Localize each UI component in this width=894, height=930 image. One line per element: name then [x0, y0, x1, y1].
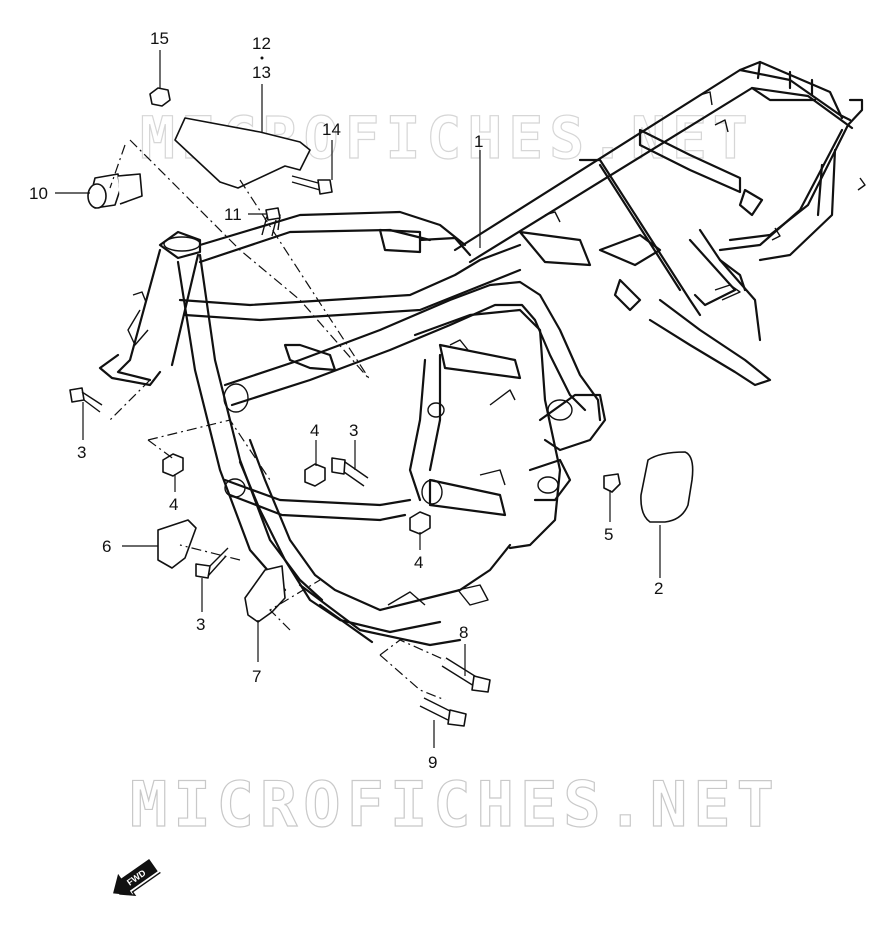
frame-cover-plate — [174, 117, 311, 189]
callout-13: 13 — [252, 63, 271, 82]
callout-10: 10 — [29, 184, 48, 203]
main-frame — [98, 60, 866, 647]
engine-bracket-plate — [157, 519, 197, 569]
nut-4-right — [409, 511, 431, 535]
bolt-3-center — [331, 457, 369, 487]
callout-4-center: 4 — [310, 421, 319, 440]
callout-1: 1 — [474, 132, 483, 151]
callout-8: 8 — [459, 623, 468, 642]
callout-2: 2 — [654, 579, 663, 598]
nut-top — [149, 87, 171, 107]
bolt-8 — [441, 657, 491, 693]
nut-4-center — [304, 463, 326, 487]
bolt-11 — [261, 207, 281, 237]
bolt-3-left — [69, 387, 103, 413]
callout-7: 7 — [252, 667, 261, 686]
nut-4-left — [162, 453, 184, 477]
cap-part — [87, 173, 143, 209]
callout-15: 15 — [150, 29, 169, 48]
bolt-9 — [419, 697, 467, 727]
callout-9: 9 — [428, 753, 437, 772]
callout-5: 5 — [604, 525, 613, 544]
callout-12: 12 — [252, 34, 271, 53]
engine-bracket — [244, 565, 286, 623]
callout-3-center: 3 — [349, 421, 358, 440]
callout-11: 11 — [224, 205, 242, 224]
bolt-14 — [291, 175, 333, 195]
callout-6: 6 — [102, 537, 111, 556]
leader-lines — [55, 50, 661, 748]
clip-part — [603, 473, 621, 493]
callout-4-left: 4 — [169, 495, 178, 514]
callout-14: 14 — [322, 120, 341, 139]
watermark-bottom: MICROFICHES.NET — [130, 768, 780, 841]
callout-3-lower: 3 — [196, 615, 205, 634]
bolt-3-lower — [195, 547, 229, 579]
side-cover-plate — [640, 451, 694, 523]
fwd-direction-arrow: FWD — [113, 858, 161, 897]
reference-lines — [109, 139, 446, 701]
callout-separator-dot — [260, 56, 264, 60]
callout-3-left: 3 — [77, 443, 86, 462]
callout-4-right: 4 — [414, 553, 423, 572]
